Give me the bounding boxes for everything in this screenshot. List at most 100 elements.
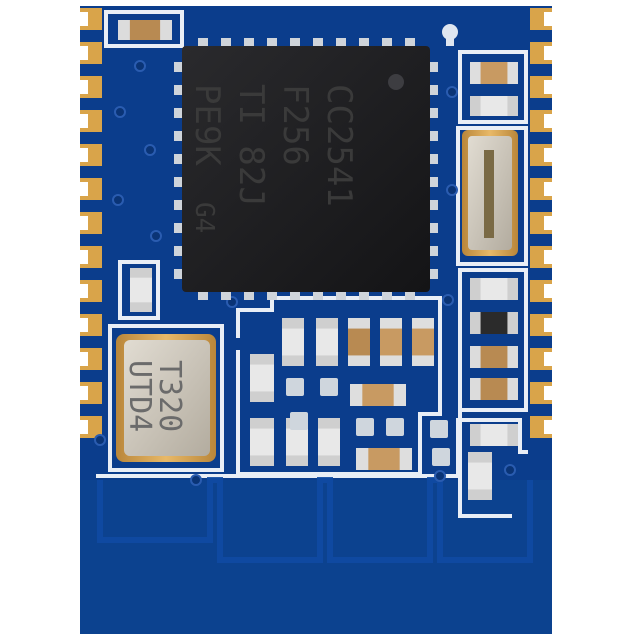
chip-pin <box>290 290 300 300</box>
via <box>446 184 458 196</box>
chip-label-3: TI 82J <box>231 84 271 207</box>
capacitor <box>412 318 434 366</box>
fiducial-stem <box>446 36 454 46</box>
vias <box>94 60 516 486</box>
solder-pad <box>430 420 448 438</box>
pad-notch <box>80 80 88 94</box>
pad-notch <box>544 12 552 26</box>
chip-pin <box>267 290 277 300</box>
pad-notch <box>80 12 88 26</box>
pad-notch <box>544 148 552 162</box>
resistor <box>470 96 518 116</box>
chip-pin <box>336 290 346 300</box>
chip-pin <box>313 290 323 300</box>
resistor <box>318 418 340 466</box>
via <box>504 464 516 476</box>
pad-notch <box>544 216 552 230</box>
pad-notch <box>80 250 88 264</box>
capacitor <box>470 378 518 400</box>
resistor <box>130 268 152 312</box>
solder-pad <box>320 378 338 396</box>
chip-pin <box>174 223 184 233</box>
via <box>112 194 124 206</box>
chip-pin <box>336 38 346 48</box>
via <box>94 434 106 446</box>
chip-pin <box>359 38 369 48</box>
via <box>442 294 454 306</box>
pad-notch <box>544 182 552 196</box>
capacitor <box>470 346 518 368</box>
pad-notch <box>80 216 88 230</box>
resistor <box>470 424 518 446</box>
chip-pin <box>174 62 184 72</box>
chip-pin <box>428 154 438 164</box>
chip-pin <box>428 131 438 141</box>
pad-notch <box>80 352 88 366</box>
chip-pins <box>174 38 438 300</box>
chip-pin <box>174 154 184 164</box>
pad-notch <box>544 114 552 128</box>
chip-pin <box>405 290 415 300</box>
pad-notch <box>544 250 552 264</box>
chip-pin <box>267 38 277 48</box>
resistor <box>468 452 492 500</box>
pad-notch <box>80 182 88 196</box>
via <box>150 230 162 242</box>
resistor <box>250 418 274 466</box>
chip-pin <box>174 177 184 187</box>
via <box>134 60 146 72</box>
chip-pin <box>174 108 184 118</box>
via <box>114 106 126 118</box>
pad-notch <box>544 284 552 298</box>
chip-label-5: G4 <box>189 202 219 233</box>
pad-notch <box>544 420 552 434</box>
chip-pin <box>428 200 438 210</box>
via <box>434 470 446 482</box>
pad-notch <box>80 420 88 434</box>
resistor <box>250 354 274 402</box>
pad-notch <box>544 46 552 60</box>
chip-pin <box>405 38 415 48</box>
capacitor <box>350 384 406 406</box>
pad-notch <box>80 284 88 298</box>
chip-label-1: CC2541 <box>319 84 359 207</box>
via <box>446 86 458 98</box>
capacitor <box>118 20 172 40</box>
chip-label-2: F256 <box>275 84 315 166</box>
chip-pin <box>174 246 184 256</box>
pad-notch <box>80 148 88 162</box>
capacitor <box>380 318 402 366</box>
chip-pin <box>174 200 184 210</box>
chip-pin <box>428 108 438 118</box>
chip-pin <box>174 85 184 95</box>
chip-pin <box>428 223 438 233</box>
chip-pin <box>221 290 231 300</box>
chip-pin <box>221 38 231 48</box>
pad-notch <box>80 386 88 400</box>
pad-notch <box>544 318 552 332</box>
pad-notch <box>544 80 552 94</box>
crystal-label-2: UTD4 <box>122 360 157 432</box>
chip-pin <box>428 62 438 72</box>
chip-pin <box>428 177 438 187</box>
chip-pin <box>382 38 392 48</box>
chip-pin <box>174 269 184 279</box>
chip-pin <box>244 290 254 300</box>
chip-label-4: PE9K <box>187 84 227 166</box>
pad-notch <box>544 352 552 366</box>
capacitor <box>470 62 518 84</box>
via <box>144 144 156 156</box>
chip-pin <box>428 85 438 95</box>
resistor <box>282 318 304 366</box>
chip-pin <box>428 269 438 279</box>
chip-pin <box>313 38 323 48</box>
via <box>190 474 202 486</box>
chip-pin <box>290 38 300 48</box>
left-edge-pads <box>80 8 102 438</box>
chip-pin <box>382 290 392 300</box>
chip-pin <box>198 38 208 48</box>
solder-pad <box>386 418 404 436</box>
chip-pin <box>428 246 438 256</box>
silkscreen-outlines <box>96 10 528 518</box>
